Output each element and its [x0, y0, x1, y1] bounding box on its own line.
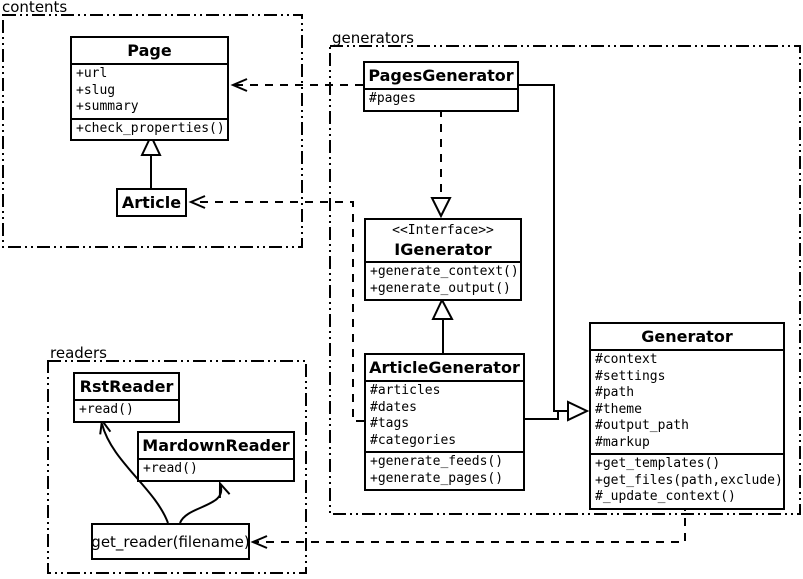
member: #dates [370, 399, 417, 415]
class-igenerator-title: IGenerator [394, 240, 492, 259]
member: #output_path [595, 418, 689, 433]
member: +slug [76, 82, 116, 98]
class-page-methods: +check_properties() [72, 117, 227, 140]
class-generator: Generator #context#settings#path#theme#o… [589, 322, 785, 510]
member: +url [76, 66, 108, 81]
function-getreader: get_reader(filename) [91, 523, 250, 560]
inheritance-line-pagesgenerator-to-generator [519, 84, 567, 412]
class-pagesgenerator: PagesGenerator #pages [363, 61, 519, 112]
member: #settings [595, 368, 666, 384]
member: +summary [76, 99, 139, 114]
class-articlegenerator: ArticleGenerator #articles#dates#tags#ca… [364, 353, 525, 491]
member: #path [595, 385, 635, 400]
member: +get_files(path,exclude) [595, 472, 783, 488]
member: #categories [370, 432, 457, 448]
member: +read() [143, 461, 198, 476]
member: +generate_output() [370, 280, 511, 296]
member: +generate_pages() [370, 470, 504, 486]
class-generator-title: Generator [641, 327, 733, 346]
package-label-readers: readers [50, 344, 107, 362]
class-igenerator: <<Interface>> IGenerator +generate_conte… [364, 218, 522, 301]
class-page-attributes: +url+slug+summary [72, 63, 227, 118]
member: +read() [79, 402, 134, 417]
member: #tags [370, 416, 410, 431]
member: +check_properties() [76, 120, 225, 136]
class-rstreader-title: RstReader [79, 377, 174, 396]
class-generator-attributes: #context#settings#path#theme#output_path… [591, 349, 783, 453]
class-rstreader-methods: +read() [75, 399, 178, 421]
member: +generate_context() [370, 264, 519, 279]
class-igenerator-stereotype: <<Interface>> [392, 223, 494, 238]
class-article: Article [116, 188, 187, 217]
class-generator-methods: +get_templates()+get_files(path,exclude)… [591, 453, 783, 508]
function-getreader-label: get_reader(filename) [91, 532, 250, 551]
package-label-contents: contents [2, 0, 68, 16]
inheritance-triangle-igenerator-bottom [431, 297, 454, 320]
arrow-line-getreader-to-mardownreader [179, 483, 223, 524]
realization-triangle-igenerator-top [430, 197, 452, 219]
dependency-arrowhead-page [230, 78, 248, 92]
member: #context [595, 352, 658, 367]
class-articlegenerator-title: ArticleGenerator [369, 358, 520, 377]
inheritance-triangle-generator-left [567, 400, 590, 422]
member: #articles [370, 383, 441, 398]
package-label-generators: generators [332, 29, 414, 47]
arrowhead-rstreader [99, 417, 112, 435]
class-mardownreader-methods: +read() [139, 458, 293, 480]
inheritance-line-articlegenerator-to-generator [525, 411, 559, 420]
class-article-title: Article [121, 193, 182, 212]
class-page: Page +url+slug+summary +check_properties… [70, 36, 229, 141]
class-rstreader: RstReader +read() [73, 372, 180, 423]
member: +get_templates() [595, 456, 721, 471]
member: #markup [595, 434, 650, 450]
member: #theme [595, 401, 642, 417]
arrowhead-mardownreader [218, 480, 231, 499]
class-articlegenerator-methods: +generate_feeds()+generate_pages() [366, 451, 523, 489]
class-articlegenerator-attributes: #articles#dates#tags#categories [366, 380, 523, 451]
dependency-arrowhead-article [188, 195, 206, 209]
class-pagesgenerator-attributes: #pages [365, 88, 517, 110]
member: #_update_context() [595, 489, 736, 504]
dependency-line-articlegenerator-to-article [193, 201, 364, 422]
class-page-title: Page [127, 41, 172, 60]
member: #pages [369, 91, 416, 106]
class-igenerator-methods: +generate_context()+generate_output() [366, 261, 520, 299]
class-pagesgenerator-title: PagesGenerator [368, 66, 514, 85]
class-mardownreader: MardownReader +read() [137, 431, 295, 482]
class-mardownreader-title: MardownReader [142, 436, 290, 455]
member: +generate_feeds() [370, 454, 504, 469]
dependency-arrowhead-getreader [250, 535, 268, 549]
